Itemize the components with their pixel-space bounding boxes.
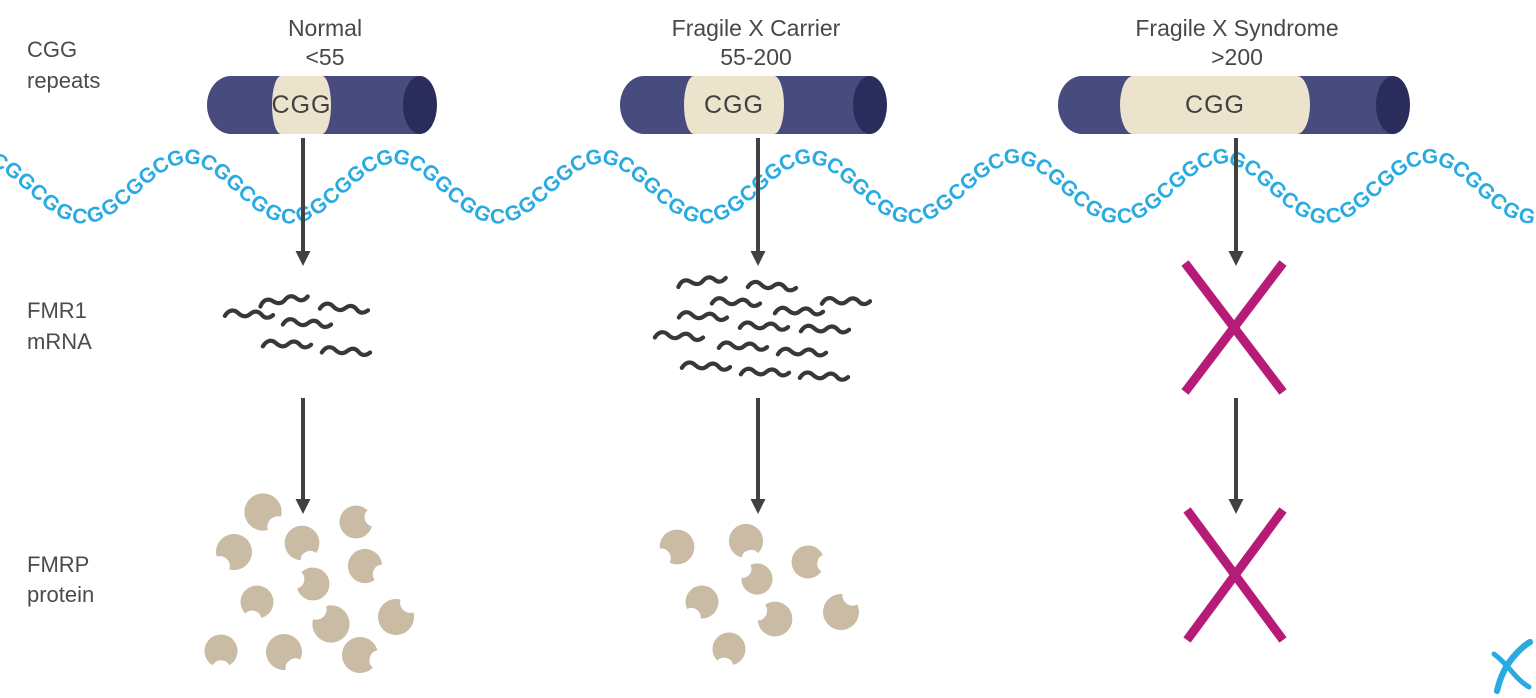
gene-segment-label: CGG [1185,91,1245,119]
protein-bean [378,598,415,635]
mrna-squiggle [322,346,370,358]
cgg-repeat-segment [1120,76,1310,134]
mrna-squiggle [778,347,826,357]
mrna-squiggle [225,309,273,320]
row-label-cgg-repeats-line2: repeats [27,68,100,93]
protein-bean [279,520,325,566]
arrow-down-icon [750,398,766,514]
mrna-squiggle [655,331,703,343]
protein-bean [197,627,245,675]
cgg-repeat-segment [272,76,331,134]
mrna-squiggle [748,280,796,293]
gene-cylinder: CGG [207,76,437,134]
mrna-squiggle [719,341,767,352]
mrna-squiggle [712,297,760,309]
cgg-repeat-segment [684,76,784,134]
column-range-carrier: 55-200 [720,44,792,70]
column-title-syndrome: Fragile X Syndrome [1135,15,1338,41]
protein-bean [820,591,862,633]
mrna-squiggle [801,324,849,334]
protein-bean [263,631,305,673]
row-label-fmr1-mrna-line2: mRNA [27,329,92,354]
column-title-normal: Normal [288,15,362,41]
column-range-normal: <55 [305,44,344,70]
mrna-squiggle [679,311,727,323]
gene-cylinder: CGG [1058,76,1410,134]
protein-bean [234,579,280,625]
protein-bean [312,605,350,643]
absent-x-mark [1183,507,1287,643]
row-label-fmr1-mrna-line1: FMR1 [27,298,87,323]
protein-bean [656,526,698,568]
arrow-down-icon [1228,138,1244,266]
brand-logo-x-icon [1491,638,1534,695]
cylinder-end-cap [853,76,887,134]
mrna-squiggle [682,361,730,372]
mrna-squiggle [822,297,870,307]
protein-bean [343,544,387,588]
protein-bean [290,561,336,607]
protein-bean [752,596,798,642]
gene-segment-label: CGG [704,91,764,119]
arrow-down-icon [295,138,311,266]
mrna-squiggle [800,371,848,382]
mrna-squiggle [678,276,726,287]
protein-bean [722,517,770,565]
row-label-fmrp-protein-line1: FMRP [27,552,89,577]
mrna-squiggle [260,295,308,307]
protein-bean [244,493,282,531]
mrna-squiggle [263,339,311,349]
gene-cylinder: CGG [620,76,887,134]
cylinder-end-cap [403,76,437,134]
mrna-squiggle [775,306,823,316]
protein-bean [706,626,752,672]
arrow-down-icon [750,138,766,266]
arrow-down-icon [1228,398,1244,514]
mrna-squiggle [320,302,369,316]
protein-bean [215,534,252,571]
absent-x-mark [1181,260,1287,395]
protein-bean [682,582,722,622]
mrna-squiggle [283,318,331,330]
row-label-fmrp-protein-line2: protein [27,582,94,607]
row-label-cgg-repeats-line1: CGG [27,37,77,62]
mrna-squiggle [740,321,788,332]
protein-bean [738,560,776,598]
protein-bean [784,538,832,586]
protein-bean [333,499,379,545]
arrow-down-icon [295,398,311,514]
gene-segment-label: CGG [272,91,332,119]
column-range-syndrome: >200 [1211,44,1263,70]
cylinder-end-cap [1376,76,1410,134]
column-title-carrier: Fragile X Carrier [672,15,841,41]
mrna-squiggle [741,367,789,377]
